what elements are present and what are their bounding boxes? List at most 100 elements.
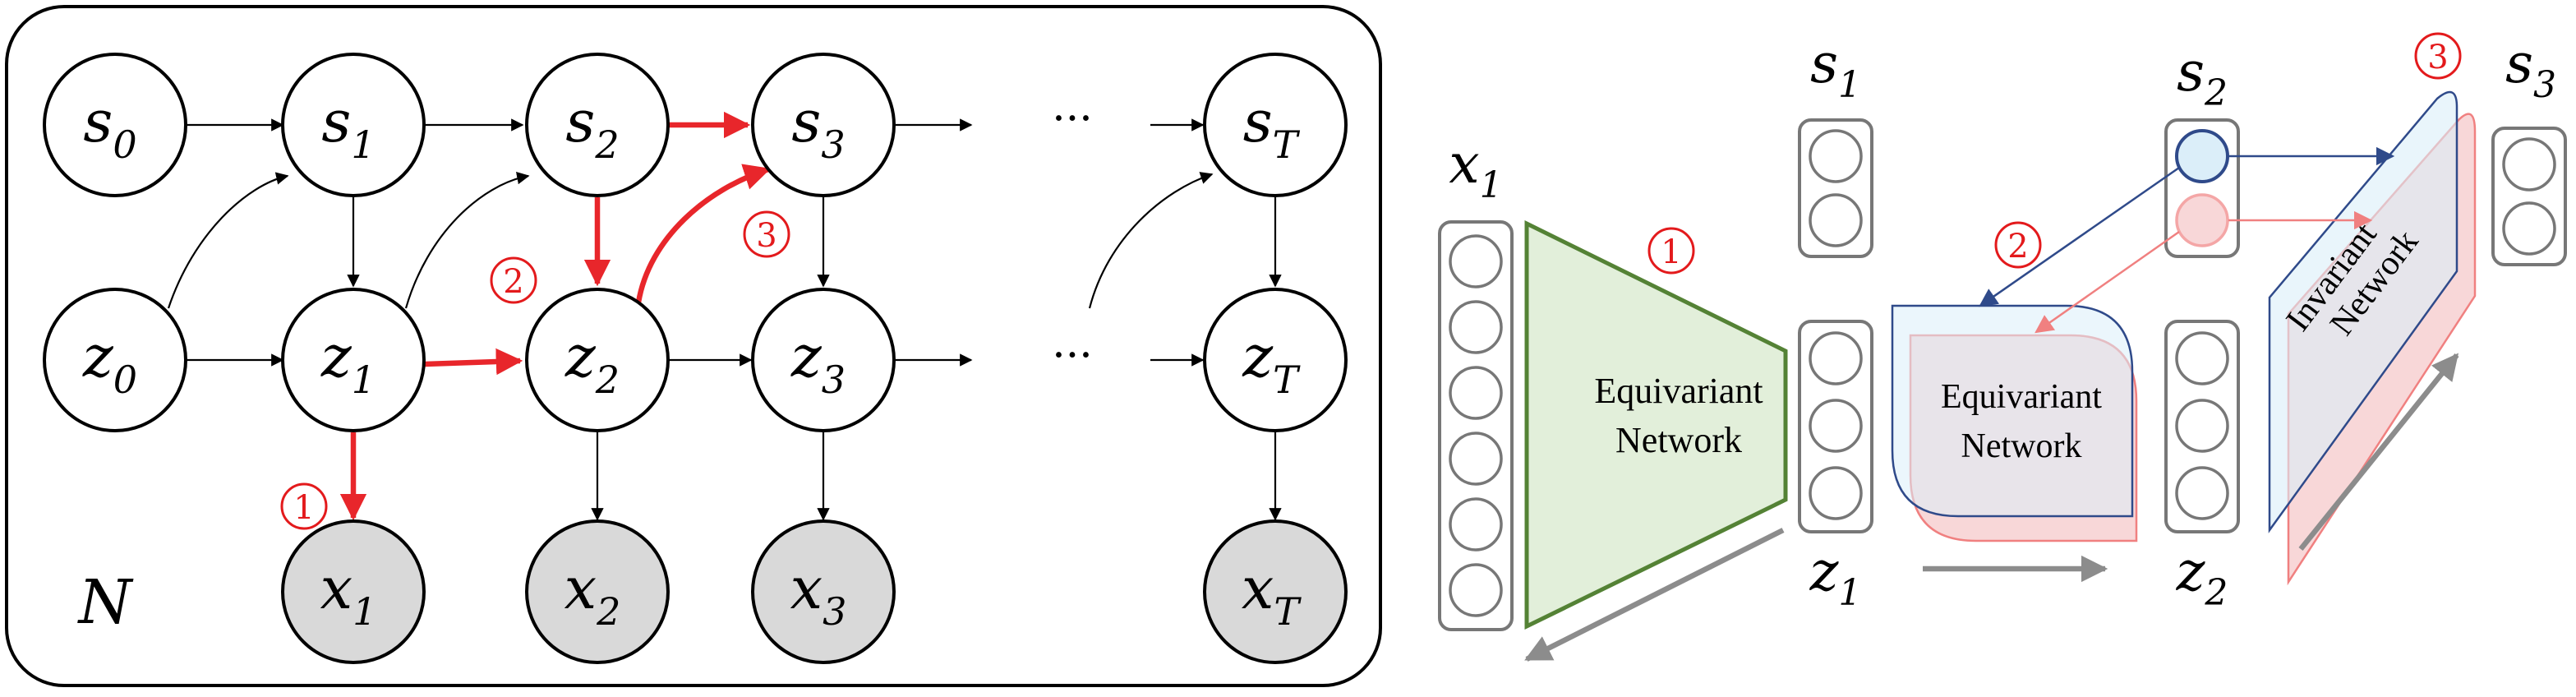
node-s3: s3 — [751, 53, 896, 197]
node-x1-label: x1 — [320, 555, 377, 634]
graphical-model: ··· ··· 1 2 3 s0 s1 s2 s3 sT z0 z1 z2 z3 zT x1 x2 x3… — [5, 5, 1382, 687]
node-s0-label: s0 — [83, 88, 136, 167]
s2-unit-blue — [2175, 129, 2229, 183]
step-marker-2-left: 2 — [490, 256, 537, 304]
net-label-z1: z1 — [1809, 540, 1862, 614]
step-marker-3-right: 3 — [2414, 32, 2462, 80]
net-label-x1: x1 — [1449, 132, 1502, 206]
svg-text:1: 1 — [293, 489, 314, 527]
node-s3-circle — [751, 53, 896, 197]
blue-arrow-to-equivariant — [1979, 166, 2180, 307]
node-x2: x2 — [525, 519, 670, 664]
x1-unit-5 — [1449, 497, 1503, 552]
svg-text:3: 3 — [2427, 39, 2448, 76]
ellipsis-middle: ··· — [1052, 331, 1093, 381]
node-x1-circle — [281, 519, 426, 664]
step-marker-1-left: 1 — [280, 482, 328, 530]
node-x3-label: x3 — [790, 555, 847, 634]
node-z0-label: z0 — [82, 323, 137, 402]
ellipsis-top: ··· — [1052, 95, 1093, 144]
s2-unit-pink — [2175, 193, 2229, 247]
svg-text:2: 2 — [503, 263, 523, 301]
x1-unit-1 — [1449, 234, 1503, 288]
equivariant-network-1-label-line2: Network — [1615, 420, 1742, 460]
invariant-blue-layer — [2268, 90, 2458, 533]
x1-input-column — [1438, 220, 1514, 631]
node-s1: s1 — [281, 53, 426, 197]
node-z0-circle — [43, 288, 187, 432]
node-xT-circle — [1203, 519, 1348, 664]
red-edge-z2-s3 — [635, 164, 772, 303]
node-s1-circle — [281, 53, 426, 197]
net-label-s3: s3 — [2505, 32, 2556, 106]
x1-unit-4 — [1449, 432, 1503, 486]
black-edges — [167, 118, 1282, 521]
step-marker-2-right: 2 — [1994, 221, 2042, 269]
s1-column — [1798, 118, 1873, 258]
node-sT-label: sT — [1243, 88, 1301, 167]
net-label-s2: s2 — [2177, 40, 2228, 114]
red-edges — [339, 111, 772, 521]
node-z1-circle — [281, 288, 426, 432]
node-s2-circle — [525, 53, 670, 197]
blue-layer — [1891, 304, 2134, 518]
edge-z1-s2 — [404, 172, 530, 309]
s2-column — [2164, 118, 2240, 258]
node-zT-circle — [1203, 288, 1348, 432]
node-x3: x3 — [751, 519, 896, 664]
node-z3-label: z3 — [790, 323, 846, 402]
node-z1: z1 — [281, 288, 426, 432]
equivariant-network-2-label-line1: Equivariant — [1941, 378, 2102, 416]
svg-text:1: 1 — [1661, 233, 1681, 271]
net-label-s1: s1 — [1810, 32, 1861, 106]
node-x3-circle — [751, 519, 896, 664]
node-x2-circle — [525, 519, 670, 664]
node-z3-circle — [751, 288, 896, 432]
s3-column — [2491, 127, 2567, 266]
x1-unit-3 — [1449, 366, 1503, 420]
step-marker-3-left: 3 — [743, 210, 790, 258]
node-sT: sT — [1203, 53, 1348, 197]
x1-unit-6 — [1449, 563, 1503, 617]
edge-dots-sT-curve — [1088, 172, 1214, 309]
node-s2-label: s2 — [565, 88, 619, 167]
node-z2: z2 — [525, 288, 670, 432]
gray-arrow-decoder — [1524, 528, 1785, 662]
x1-unit-2 — [1449, 300, 1503, 354]
node-zT: zT — [1203, 288, 1348, 432]
gray-arrow-invariant — [2298, 353, 2459, 552]
net-labels-layer: x1 s1 z1 s2 z2 s3 — [1449, 32, 2556, 614]
node-x2-label: x2 — [565, 555, 621, 634]
node-s2: s2 — [525, 53, 670, 197]
node-zT-label: zT — [1242, 323, 1301, 402]
svg-text:2: 2 — [2007, 228, 2028, 265]
node-z2-label: z2 — [565, 323, 620, 402]
node-s1-label: s1 — [321, 88, 375, 167]
equivariant-network-2-label-line2: Network — [1961, 427, 2082, 465]
red-edge-z1-z2 — [424, 348, 523, 376]
node-s3-label: s3 — [791, 88, 845, 167]
equivariant-network-1: Equivariant Network — [1524, 219, 1788, 630]
plate — [5, 5, 1382, 687]
node-x1: x1 — [281, 519, 426, 664]
node-z3: z3 — [751, 288, 896, 432]
invariant-network: Invariant Network — [2268, 90, 2477, 586]
net-label-z2: z2 — [2176, 540, 2228, 614]
node-z2-circle — [525, 288, 670, 432]
svg-text:3: 3 — [756, 217, 776, 255]
node-z1-label: z1 — [320, 323, 376, 402]
node-s0-circle — [43, 53, 187, 197]
network-diagram: Equivariant Network Equivariant Network — [1438, 32, 2567, 662]
nodes-layer: s0 s1 s2 s3 sT z0 z1 z2 z3 zT x1 x2 x3 xT — [43, 53, 1348, 664]
z2-column — [2164, 320, 2240, 533]
node-s0: s0 — [43, 53, 187, 197]
equivariant-network-1-label-line1: Equivariant — [1594, 371, 1763, 411]
node-xT: xT — [1203, 519, 1348, 664]
step-marker-1-right: 1 — [1647, 227, 1695, 275]
node-xT-label: xT — [1242, 555, 1302, 634]
z1-column — [1798, 320, 1873, 533]
equivariant-network-2: Equivariant Network — [1891, 304, 2138, 542]
node-z0: z0 — [43, 288, 187, 432]
plate-label: N — [77, 567, 134, 638]
